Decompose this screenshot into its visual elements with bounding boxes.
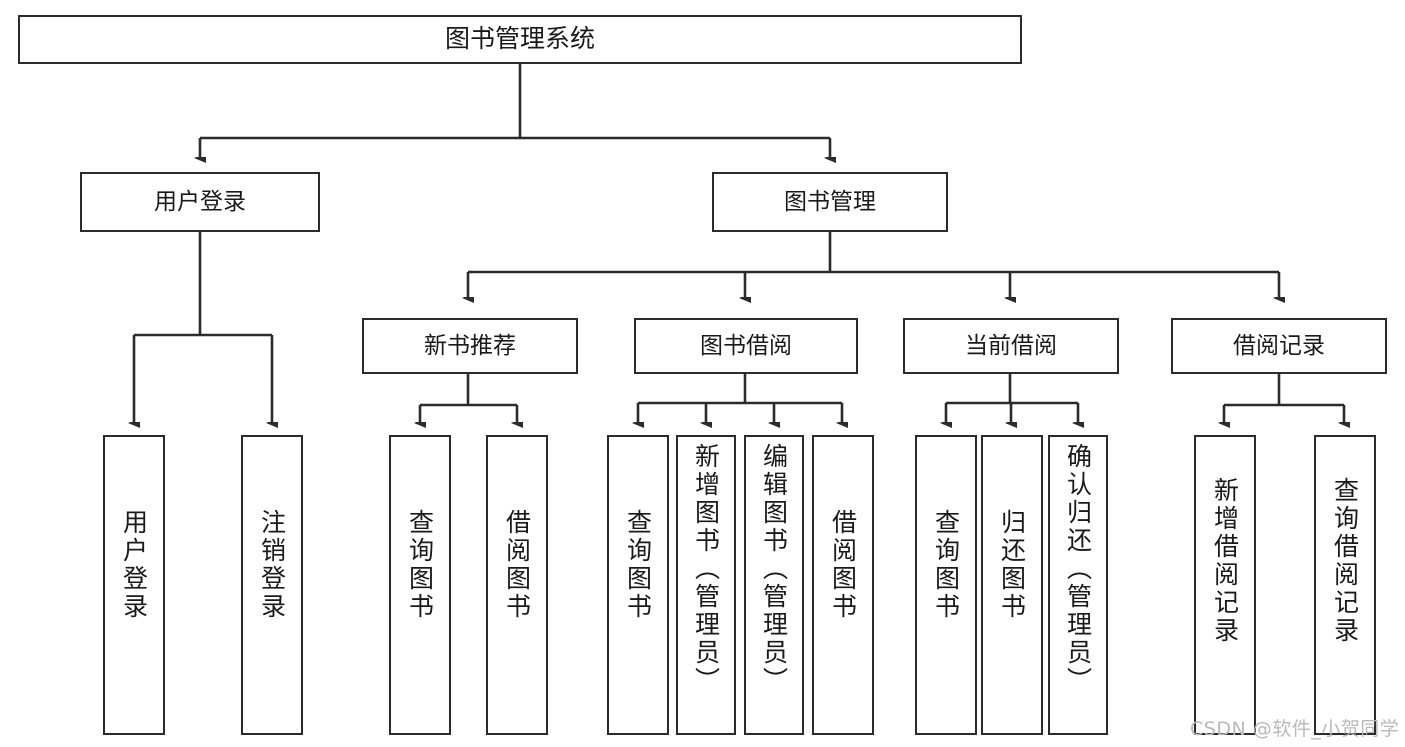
edge-group-borrow [638, 374, 842, 423]
node-label: 查询图书 [931, 509, 961, 621]
csdn-watermark: CSDN @软件_小贺同学 [1190, 718, 1400, 740]
leaf-current-borrow-return-books[interactable]: 归还图书 [981, 435, 1043, 735]
node-label: 当前借阅 [965, 332, 1057, 359]
leaf-new-book-borrow-books[interactable]: 借阅图书 [486, 435, 548, 735]
node-label: 借阅图书 [502, 509, 532, 621]
node-new-book-recommend[interactable]: 新书推荐 [362, 318, 578, 374]
edge-group-current-borrow [946, 374, 1078, 423]
node-label: 图书管理系统 [444, 24, 595, 54]
node-label: 用户登录 [119, 509, 149, 621]
node-label: 新书推荐 [424, 332, 516, 359]
node-label: 查询图书 [623, 509, 653, 621]
node-label: 查询图书 [405, 509, 435, 621]
node-label: 用户登录 [154, 188, 246, 215]
leaf-borrow-record-add-record[interactable]: 新增借阅记录 [1194, 435, 1256, 735]
node-label: 图书借阅 [700, 332, 792, 359]
node-current-borrow[interactable]: 当前借阅 [903, 318, 1119, 374]
node-label: 查询借阅记录 [1330, 477, 1360, 645]
node-label: 归还图书 [997, 509, 1027, 621]
node-user-login[interactable]: 用户登录 [80, 172, 320, 232]
node-label: 注销登录 [257, 509, 287, 621]
leaf-book-borrow-query-books[interactable]: 查询图书 [607, 435, 669, 735]
leaf-new-book-query-books[interactable]: 查询图书 [389, 435, 451, 735]
leaf-borrow-record-query-record[interactable]: 查询借阅记录 [1314, 435, 1376, 735]
node-label: 编辑图书（管理员） [759, 443, 789, 695]
leaf-user-login-login[interactable]: 用户登录 [103, 435, 165, 735]
node-borrow-record[interactable]: 借阅记录 [1171, 318, 1387, 374]
leaf-book-borrow-borrow-books[interactable]: 借阅图书 [812, 435, 874, 735]
leaf-current-borrow-query-books[interactable]: 查询图书 [915, 435, 977, 735]
edge-group-new-book [420, 374, 517, 423]
leaf-book-borrow-edit-book-admin[interactable]: 编辑图书（管理员） [744, 435, 804, 735]
leaf-current-borrow-confirm-return-admin[interactable]: 确认归还（管理员） [1048, 435, 1108, 735]
node-label: 图书管理 [784, 188, 876, 215]
node-label: 借阅记录 [1233, 332, 1325, 359]
leaf-book-borrow-add-book-admin[interactable]: 新增图书（管理员） [676, 435, 736, 735]
node-book-borrow[interactable]: 图书借阅 [634, 318, 858, 374]
node-root-book-management-system[interactable]: 图书管理系统 [18, 15, 1022, 64]
edge-group-book-mgmt [468, 232, 1279, 298]
node-label: 新增图书（管理员） [691, 443, 721, 695]
leaf-user-login-logout[interactable]: 注销登录 [241, 435, 303, 735]
node-label: 借阅图书 [828, 509, 858, 621]
node-book-management[interactable]: 图书管理 [712, 172, 948, 232]
node-label: 确认归还（管理员） [1063, 443, 1093, 695]
node-label: 新增借阅记录 [1210, 477, 1240, 645]
edge-group-user-login [134, 232, 272, 423]
edge-group-root [200, 64, 830, 158]
edge-group-borrow-record [1224, 374, 1344, 423]
